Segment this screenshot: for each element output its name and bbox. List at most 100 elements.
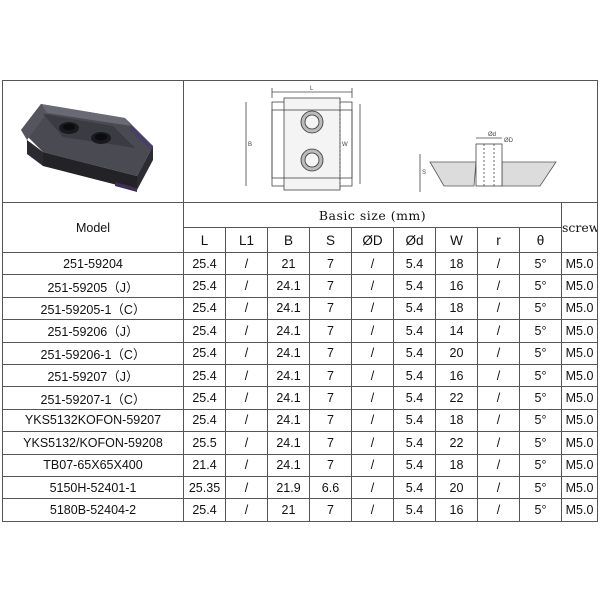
drawing-label-S: S: [422, 170, 426, 176]
cell-S: 7: [309, 431, 352, 455]
cell-W: 16: [435, 498, 478, 522]
cell-L: 25.4: [183, 274, 226, 298]
cell-model: YKS5132/KOFON-59208: [2, 431, 184, 455]
cell-L1: /: [225, 251, 268, 276]
cell-W: 18: [435, 453, 478, 477]
cell-r: /: [477, 498, 520, 522]
cell-L: 25.4: [183, 251, 226, 276]
cell-d: 5.4: [393, 274, 436, 298]
cell-theta: 5°: [519, 431, 562, 455]
cell-L: 25.4: [183, 319, 226, 343]
cell-L: 25.4: [183, 386, 226, 410]
cell-L: 25.4: [183, 296, 226, 321]
spec-table: L B W Ød S ØD Model Basic size (mm) scre…: [2, 80, 599, 522]
cell-d: 5.4: [393, 408, 436, 433]
cell-model: 251-59206（J）: [2, 319, 184, 343]
cell-L1: /: [225, 319, 268, 343]
cell-d: 5.4: [393, 498, 436, 522]
cell-L: 21.4: [183, 453, 226, 477]
cell-S: 7: [309, 453, 352, 477]
cell-d: 5.4: [393, 453, 436, 477]
cell-D: /: [351, 363, 394, 388]
cell-theta: 5°: [519, 319, 562, 343]
cell-d: 5.4: [393, 386, 436, 410]
cell-L1: /: [225, 363, 268, 388]
cell-model: 251-59207-1（C）: [2, 386, 184, 410]
product-photo-cell: [2, 80, 184, 203]
cell-L1: /: [225, 453, 268, 477]
cell-B: 21.9: [267, 475, 310, 500]
drawing-label-B: B: [248, 142, 252, 148]
cell-S: 7: [309, 274, 352, 298]
cell-model: 251-59207（J）: [2, 363, 184, 388]
cell-D: /: [351, 319, 394, 343]
cell-L: 25.4: [183, 341, 226, 365]
cell-screw: M5.0: [560, 498, 599, 522]
col-header-W: W: [435, 227, 478, 253]
cell-L1: /: [225, 296, 268, 321]
cell-r: /: [477, 453, 520, 477]
cell-D: /: [351, 386, 394, 410]
cell-B: 24.1: [267, 341, 310, 365]
cell-W: 22: [435, 386, 478, 410]
cell-W: 18: [435, 251, 478, 276]
cell-D: /: [351, 296, 394, 321]
col-header-S: S: [309, 227, 352, 253]
cell-theta: 5°: [519, 498, 562, 522]
col-header-theta: θ: [519, 227, 562, 253]
cell-r: /: [477, 319, 520, 343]
cell-d: 5.4: [393, 475, 436, 500]
cell-theta: 5°: [519, 453, 562, 477]
cell-model: YKS5132KOFON-59207: [2, 408, 184, 433]
cell-B: 24.1: [267, 431, 310, 455]
cell-S: 7: [309, 296, 352, 321]
cell-model: 251-59204: [2, 251, 184, 276]
cell-B: 24.1: [267, 363, 310, 388]
cell-W: 22: [435, 431, 478, 455]
cell-L: 25.5: [183, 431, 226, 455]
cell-D: /: [351, 251, 394, 276]
col-header-r: r: [477, 227, 520, 253]
cell-r: /: [477, 408, 520, 433]
cell-screw: M5.0: [560, 296, 599, 321]
cell-S: 7: [309, 251, 352, 276]
cell-S: 7: [309, 386, 352, 410]
cell-D: /: [351, 498, 394, 522]
cell-d: 5.4: [393, 431, 436, 455]
cell-D: /: [351, 274, 394, 298]
cell-theta: 5°: [519, 251, 562, 276]
cell-L: 25.4: [183, 498, 226, 522]
technical-drawing-cell: L B W Ød S ØD: [182, 80, 599, 203]
col-header-L1: L1: [225, 227, 268, 253]
cell-theta: 5°: [519, 274, 562, 298]
cell-model: TB07-65X65X400: [2, 453, 184, 477]
cell-d: 5.4: [393, 341, 436, 365]
cell-D: /: [351, 408, 394, 433]
cell-screw: M5.0: [560, 319, 599, 343]
cell-S: 6.6: [309, 475, 352, 500]
cell-S: 7: [309, 319, 352, 343]
model-header: Model: [2, 202, 184, 253]
cell-L: 25.4: [183, 408, 226, 433]
cell-L1: /: [225, 386, 268, 410]
cell-theta: 5°: [519, 386, 562, 410]
cell-theta: 5°: [519, 475, 562, 500]
cell-model: 5150H-52401-1: [2, 475, 184, 500]
cell-W: 20: [435, 475, 478, 500]
cell-L: 25.4: [183, 363, 226, 388]
cell-r: /: [477, 431, 520, 455]
cell-screw: M5.0: [560, 341, 599, 365]
cell-theta: 5°: [519, 341, 562, 365]
cell-S: 7: [309, 341, 352, 365]
cell-screw: M5.0: [560, 386, 599, 410]
cell-d: 5.4: [393, 363, 436, 388]
cell-D: /: [351, 431, 394, 455]
cell-W: 14: [435, 319, 478, 343]
cell-L1: /: [225, 274, 268, 298]
